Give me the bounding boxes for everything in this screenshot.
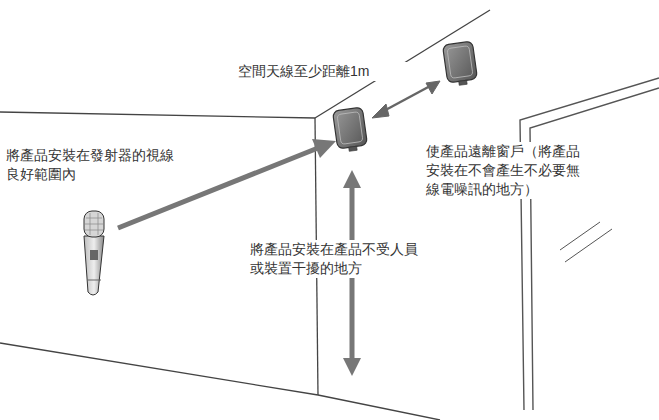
wireless-microphone xyxy=(84,211,104,295)
antenna-unit xyxy=(333,107,369,153)
distance-arrow xyxy=(372,81,440,118)
antenna-unit xyxy=(443,41,479,87)
annotation-label: 空間天線至少距離1m xyxy=(236,62,410,81)
window xyxy=(520,78,659,410)
annotation-label: 將產品安裝在發射器的視線良好範圍內 xyxy=(4,146,184,184)
annotation-label: 使產品遠離窗戶（將產品安裝在不會產生不必要無線電噪訊的地方） xyxy=(424,142,590,199)
room-wall-lines xyxy=(0,10,490,420)
annotation-label: 將產品安裝在產品不受人員或裝置干擾的地方 xyxy=(248,240,428,278)
